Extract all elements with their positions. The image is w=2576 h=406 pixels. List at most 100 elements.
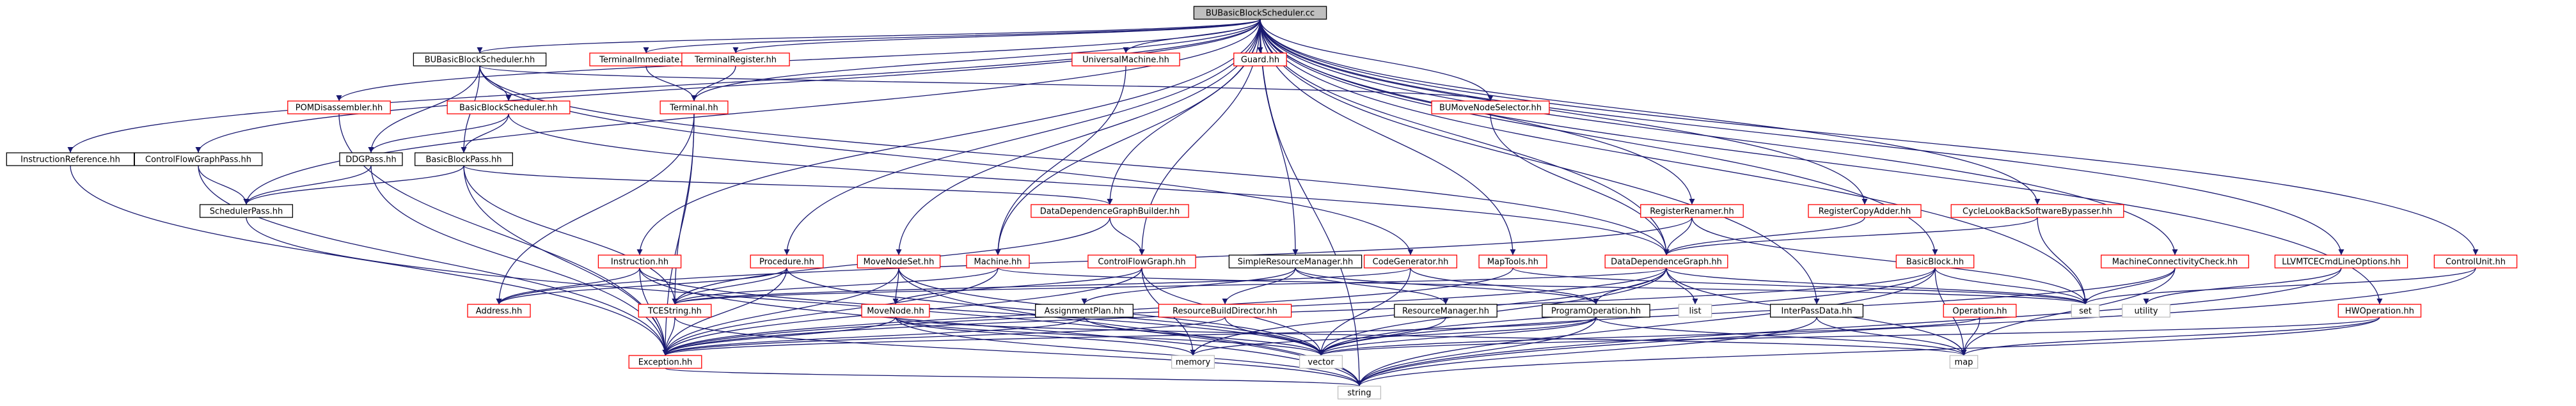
edge-prog_op-to-vector xyxy=(1318,316,1597,356)
node-label: Machine.hh xyxy=(974,258,1022,267)
node-interpass[interactable]: InterPassData.hh xyxy=(1769,304,1864,318)
node-box xyxy=(1193,6,1327,20)
node-operation[interactable]: Operation.hh xyxy=(1943,304,2017,318)
node-basic-block[interactable]: BasicBlock.hh xyxy=(1895,254,1975,269)
edge-codegen-to-vector xyxy=(1318,267,1411,356)
node-prog-op[interactable]: ProgramOperation.hh xyxy=(1542,304,1650,318)
node-tcestring[interactable]: TCEString.hh xyxy=(638,304,712,318)
edge-bubbs_hh-to-bu_move_sel xyxy=(479,65,1494,102)
node-reg-renamer[interactable]: RegisterRenamer.hh xyxy=(1640,204,1744,218)
node-move-node[interactable]: MoveNode.hh xyxy=(861,304,930,318)
node-move-node-set[interactable]: MoveNodeSet.hh xyxy=(857,254,941,269)
edge-reg_copy_adder-to-ddg xyxy=(1663,217,1865,256)
node-simple-rm[interactable]: SimpleResourceManager.hh xyxy=(1228,254,1363,269)
edge-basic_block-to-string xyxy=(1356,267,1936,387)
edge-codegen-to-prog_op xyxy=(1410,267,1599,305)
edge-exception-to-string xyxy=(665,368,1362,387)
node-label: BUBasicBlockScheduler.cc xyxy=(1206,9,1315,19)
node-box xyxy=(681,52,790,66)
node-cycle-lookback[interactable]: CycleLookBackSoftwareBypasser.hh xyxy=(1950,204,2124,218)
node-instruction[interactable]: Instruction.hh xyxy=(597,254,682,269)
node-sched-pass[interactable]: SchedulerPass.hh xyxy=(199,204,294,218)
node-label: BasicBlock.hh xyxy=(1906,258,1964,267)
node-bbs-hh[interactable]: BasicBlockScheduler.hh xyxy=(446,100,571,114)
node-res-manager[interactable]: ResourceManager.hh xyxy=(1394,304,1497,318)
node-map-tools[interactable]: MapTools.hh xyxy=(1478,254,1547,269)
node-root[interactable]: BUBasicBlockScheduler.cc xyxy=(1193,6,1327,20)
node-assign-plan[interactable]: AssignmentPlan.hh xyxy=(1035,304,1134,318)
edge-basic_block-to-set xyxy=(1934,267,2089,305)
edge-root-to-llvm_opts xyxy=(1260,19,2344,256)
node-ddg-builder[interactable]: DataDependenceGraphBuilder.hh xyxy=(1031,204,1189,218)
edge-machine-to-exception xyxy=(662,267,999,356)
node-label: Terminal.hh xyxy=(669,104,718,113)
node-box xyxy=(1808,204,1922,218)
edge-move_node-to-memory xyxy=(895,316,1196,356)
node-label: DataDependenceGraph.hh xyxy=(1611,258,1722,267)
node-reg-copy-adder[interactable]: RegisterCopyAdder.hh xyxy=(1808,204,1922,218)
edge-tcestring-to-exception xyxy=(662,316,676,356)
edge-root-to-instr_ref xyxy=(67,19,1261,153)
edge-bu_move_sel-to-ddg xyxy=(1490,113,1670,256)
node-ddg-pass[interactable]: DDGPass.hh xyxy=(339,152,403,166)
node-box xyxy=(660,100,729,114)
node-cfg[interactable]: ControlFlowGraph.hh xyxy=(1087,254,1196,269)
edge-root-to-reg_copy_adder xyxy=(1260,19,1868,205)
node-box xyxy=(1542,304,1650,318)
node-vector: vector xyxy=(1299,355,1343,369)
edge-cycle_lookback-to-set xyxy=(2037,217,2089,305)
node-univ-machine[interactable]: UniversalMachine.hh xyxy=(1071,52,1180,66)
node-label: Procedure.hh xyxy=(759,258,814,267)
node-pom-disasm[interactable]: POMDisassembler.hh xyxy=(287,100,391,114)
node-label: ResourceBuildDirector.hh xyxy=(1173,307,1277,316)
node-term-reg[interactable]: TerminalRegister.hh xyxy=(681,52,790,66)
node-bu-move-sel[interactable]: BUMoveNodeSelector.hh xyxy=(1431,100,1550,114)
node-control-unit[interactable]: ControlUnit.hh xyxy=(2433,254,2518,269)
node-guard[interactable]: Guard.hh xyxy=(1233,52,1287,66)
edge-llvm_opts-to-utility xyxy=(2143,267,2342,305)
node-hw-operation[interactable]: HWOperation.hh xyxy=(2337,304,2422,318)
node-label: Address.hh xyxy=(476,307,522,316)
edge-term_imm-to-terminal xyxy=(645,65,697,102)
edge-res_build_dir-to-vector xyxy=(1224,316,1324,356)
node-term-imm[interactable]: TerminalImmediate.hh xyxy=(589,52,703,66)
node-instr-ref[interactable]: InstructionReference.hh xyxy=(6,152,135,166)
edge-move_node_set-to-exception xyxy=(662,267,899,356)
node-address[interactable]: Address.hh xyxy=(467,304,531,318)
node-procedure[interactable]: Procedure.hh xyxy=(750,254,824,269)
node-box xyxy=(861,304,930,318)
node-machine[interactable]: Machine.hh xyxy=(966,254,1030,269)
edge-root-to-bubbs_hh xyxy=(477,19,1261,54)
edge-root-to-cfg_pass xyxy=(195,19,1261,153)
node-label: Exception.hh xyxy=(638,358,693,368)
node-bubbs-hh[interactable]: BUBasicBlockScheduler.hh xyxy=(413,52,547,66)
edge-map_tools-to-set xyxy=(1512,267,2089,305)
node-label: MapTools.hh xyxy=(1487,258,1538,267)
node-box xyxy=(1299,355,1343,369)
node-codegen[interactable]: CodeGenerator.hh xyxy=(1363,254,1458,269)
node-ddg[interactable]: DataDependenceGraph.hh xyxy=(1604,254,1728,269)
node-cfg-pass[interactable]: ControlFlowGraphPass.hh xyxy=(134,152,263,166)
node-llvm-opts[interactable]: LLVMTCECmdLineOptions.hh xyxy=(2274,254,2408,269)
edge-machine-to-tcestring xyxy=(672,267,999,305)
node-box xyxy=(1640,204,1744,218)
node-utility: utility xyxy=(2122,304,2170,318)
node-box xyxy=(750,254,824,269)
edge-terminal-to-address xyxy=(496,113,695,305)
edge-llvm_opts-to-string xyxy=(1356,267,2342,387)
edge-ddg-to-tcestring xyxy=(672,267,1667,305)
edge-cfg-to-move_node xyxy=(892,267,1142,305)
node-box xyxy=(199,204,294,218)
node-machine-conn[interactable]: MachineConnectivityCheck.hh xyxy=(2101,254,2249,269)
node-bb-pass[interactable]: BasicBlockPass.hh xyxy=(415,152,513,166)
node-map: map xyxy=(1949,355,1979,369)
node-label: HWOperation.hh xyxy=(2345,307,2414,316)
node-exception[interactable]: Exception.hh xyxy=(628,355,702,369)
node-label: InterPassData.hh xyxy=(1782,307,1853,316)
node-res-build-dir[interactable]: ResourceBuildDirector.hh xyxy=(1158,304,1292,318)
edge-ddg-to-list xyxy=(1666,267,1698,305)
node-label: AssignmentPlan.hh xyxy=(1045,307,1125,316)
edge-root-to-set xyxy=(1260,19,2089,305)
node-terminal[interactable]: Terminal.hh xyxy=(660,100,729,114)
